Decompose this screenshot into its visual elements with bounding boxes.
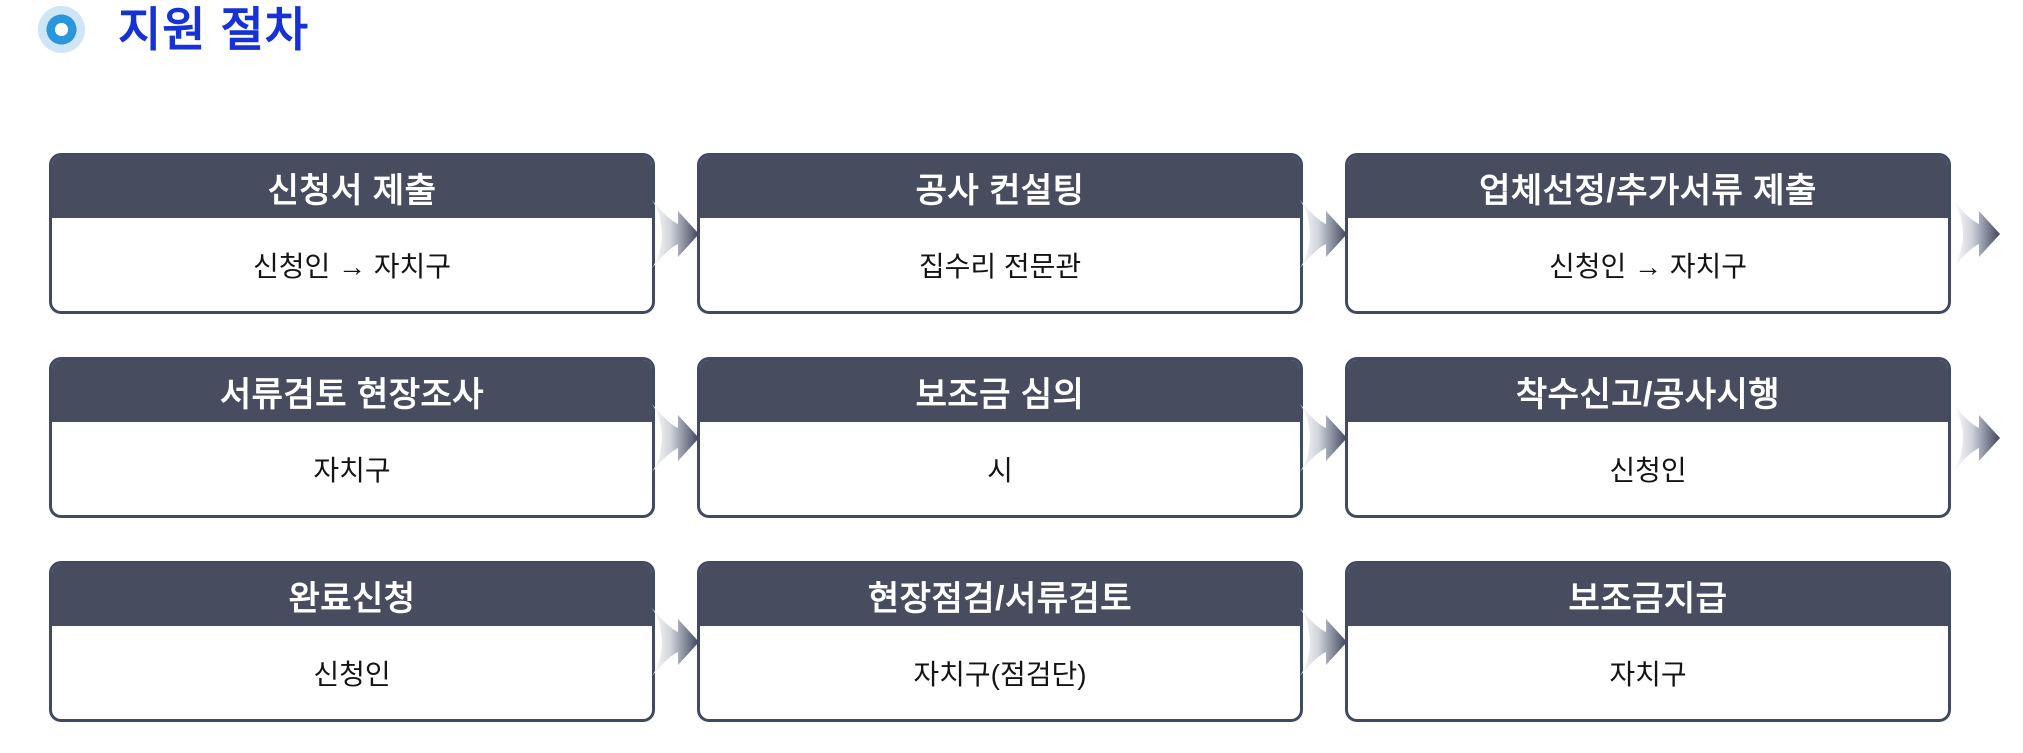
step-title: 신청서 제출 [52,156,652,218]
row-continue-arrow-slot [1951,357,2023,518]
right-arrow-icon [652,403,699,472]
flow-row-3: 완료신청 신청인 현장점검/서류검토 자치구(점검단) 보조금지급 자치구 [49,561,2023,722]
right-arrow-icon [1953,403,2000,472]
flow-arrow-slot [1300,153,1347,314]
step-box-vendor-selection: 업체선정/추가서류 제출 신청인 → 자치구 [1345,153,1951,314]
section-title-row: 지원 절차 [38,6,309,53]
step-title: 완료신청 [52,564,652,626]
step-title: 현장점검/서류검토 [700,564,1300,626]
step-actor: 자치구 [313,454,391,486]
step-box-site-inspection: 현장점검/서류검토 자치구(점검단) [697,561,1303,722]
right-arrow-icon [1300,607,1347,676]
page-title: 지원 절차 [118,3,310,56]
step-box-completion-request: 완료신청 신청인 [49,561,655,722]
step-actor: 신청인 → 자치구 [252,250,452,282]
section-bullet-icon [38,6,85,53]
flow-row-1: 신청서 제출 신청인 → 자치구 공사 컨설팅 집수리 전문관 업체선정/추가서… [49,153,2023,314]
row-end-empty-slot [1951,561,2023,722]
right-arrow-icon [1953,199,2000,268]
flow-arrow-slot [652,561,699,722]
flow-arrow-slot [652,153,699,314]
step-actor: 자치구 [1609,658,1687,690]
right-arrow-icon [652,607,699,676]
flow-arrow-slot [1300,561,1347,722]
step-title: 보조금지급 [1348,564,1948,626]
right-arrow-icon [1300,199,1347,268]
step-actor: 신청인 → 자치구 [1548,250,1748,282]
step-actor: 신청인 [313,658,391,690]
flow-row-2: 서류검토 현장조사 자치구 보조금 심의 시 착수신고/공사시행 신청인 [49,357,2023,518]
step-box-subsidy-payment: 보조금지급 자치구 [1345,561,1951,722]
right-arrow-icon [1300,403,1347,472]
step-title: 착수신고/공사시행 [1348,360,1948,422]
step-box-construction-consulting: 공사 컨설팅 집수리 전문관 [697,153,1303,314]
step-actor: 시 [987,454,1013,486]
step-title: 업체선정/추가서류 제출 [1348,156,1948,218]
step-box-application-submit: 신청서 제출 신청인 → 자치구 [49,153,655,314]
flow-arrow-slot [1300,357,1347,518]
flow-arrow-slot [652,357,699,518]
step-box-commencement-construction: 착수신고/공사시행 신청인 [1345,357,1951,518]
step-box-subsidy-deliberation: 보조금 심의 시 [697,357,1303,518]
step-title: 서류검토 현장조사 [52,360,652,422]
step-actor: 집수리 전문관 [918,250,1082,282]
step-box-document-review-survey: 서류검토 현장조사 자치구 [49,357,655,518]
right-arrow-icon [652,199,699,268]
process-flow-diagram: 신청서 제출 신청인 → 자치구 공사 컨설팅 집수리 전문관 업체선정/추가서… [49,153,2023,722]
step-title: 보조금 심의 [700,360,1300,422]
step-actor: 자치구(점검단) [913,658,1087,690]
step-actor: 신청인 [1609,454,1687,486]
step-title: 공사 컨설팅 [700,156,1300,218]
row-continue-arrow-slot [1951,153,2023,314]
